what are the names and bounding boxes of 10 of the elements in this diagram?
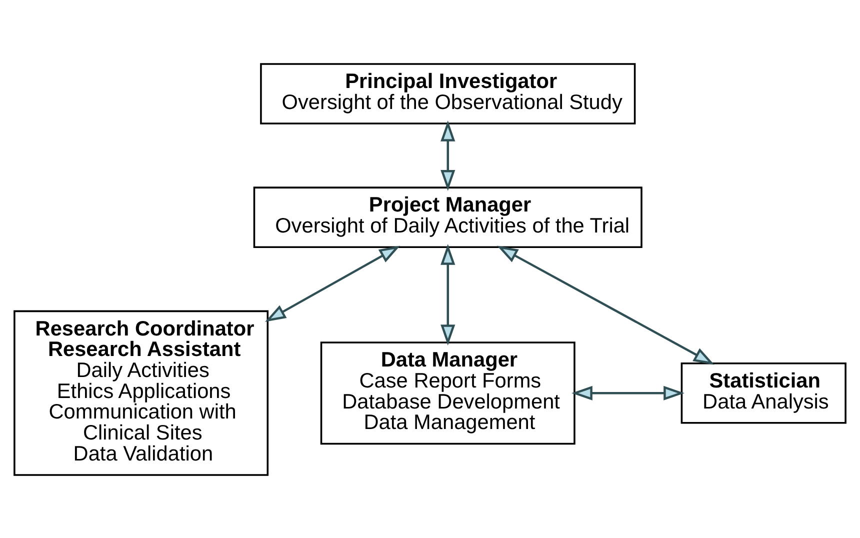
arrow (497, 245, 714, 364)
node-box: Research Coordinator Research Assistant Daily Activities Ethics Applications Communication with Clinical Sites Data Validation (14, 310, 269, 476)
node-box: Statistician Data Analysis (680, 362, 846, 424)
arrow (440, 120, 456, 190)
node-box: Data Manager Case Report Forms Database Development Data Management (320, 341, 576, 444)
arrow (440, 244, 456, 345)
node-box: Project Manager Oversight of Daily Activities of the Trial (253, 186, 642, 248)
arrow (265, 245, 400, 322)
node-box: Principal Investigator Oversight of the Observational Study (260, 62, 636, 124)
arrow (572, 385, 684, 400)
